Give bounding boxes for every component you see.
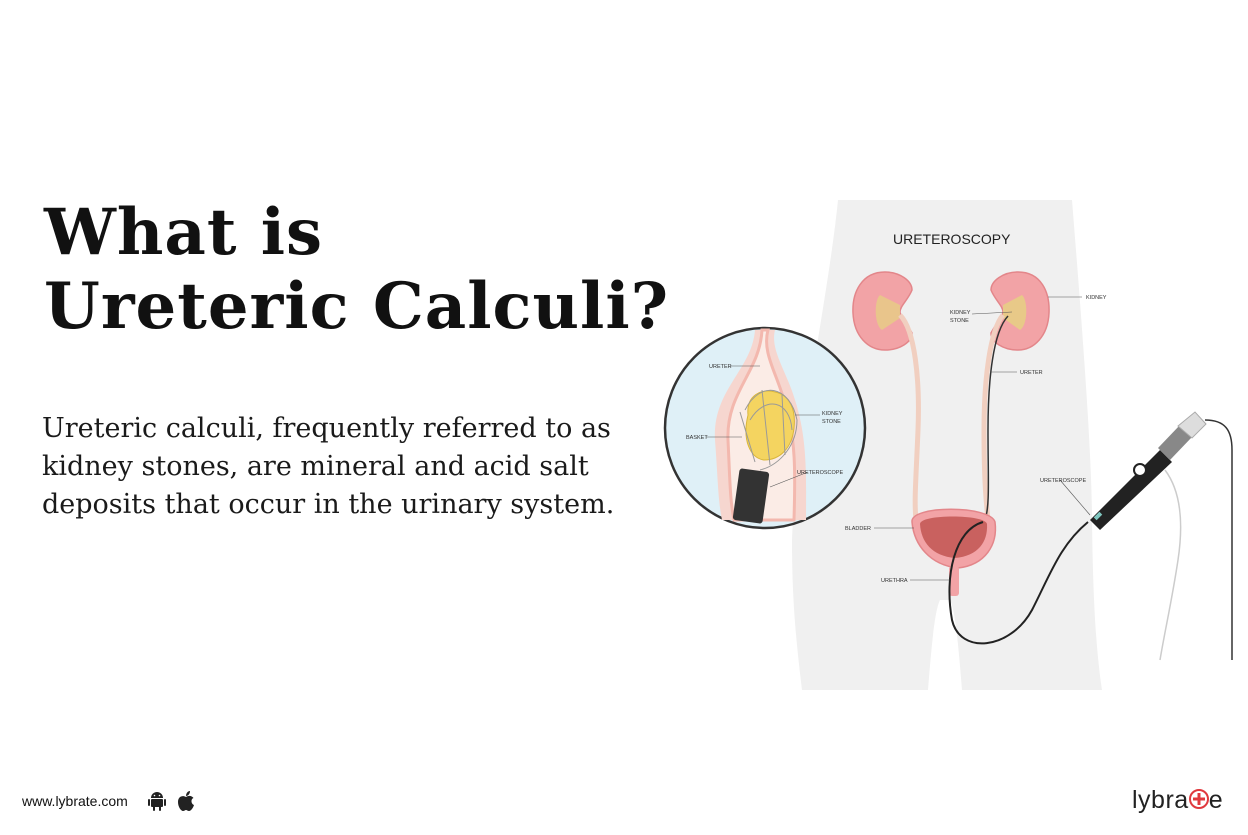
inset-magnified-view (663, 326, 867, 530)
left-ureter (898, 313, 921, 521)
android-icon[interactable] (148, 791, 166, 811)
label-lines (874, 296, 1091, 581)
left-kidney (852, 271, 913, 351)
label-bladder: BLADDER (845, 526, 871, 532)
label-urethra: URETHRA (881, 578, 908, 584)
bladder (911, 508, 997, 596)
description-text: Ureteric calculi, frequently referred to… (42, 413, 615, 520)
label-ureteroscope: URETEROSCOPE (1040, 478, 1086, 484)
scope-cable (948, 521, 1089, 645)
footer-url[interactable]: www.lybrate.com (22, 793, 128, 809)
right-kidney (990, 271, 1050, 351)
inset-label-ureteroscope: URETEROSCOPE (797, 470, 843, 476)
plus-icon (1188, 789, 1209, 809)
scope-in-ureter (984, 315, 1009, 521)
inset-label-kidney-stone-1: KIDNEY (822, 411, 843, 417)
inset-label-kidney-stone-2: STONE (822, 419, 841, 425)
label-ureter: URETER (1020, 370, 1043, 376)
apple-icon[interactable] (177, 790, 195, 812)
inset-label-ureter: URETER (709, 364, 732, 370)
logo-text-end: e (1208, 786, 1224, 814)
label-kidney: KIDNEY (1086, 295, 1107, 301)
inset-label-basket: BASKET (686, 435, 708, 441)
logo-text-start: lybra (1132, 786, 1189, 814)
right-ureter (981, 313, 1006, 521)
inset-label-lines (706, 365, 820, 488)
page-title: What is Ureteric Calculi? (44, 196, 669, 344)
title-line-2: Ureteric Calculi? (44, 269, 670, 344)
diagram-title: URETEROSCOPY (893, 231, 1011, 247)
title-line-1: What is (44, 195, 324, 270)
label-kidney-stone-1: KIDNEY (950, 310, 971, 316)
label-kidney-stone-2: STONE (950, 318, 969, 324)
ureteroscope-device (1090, 411, 1233, 661)
